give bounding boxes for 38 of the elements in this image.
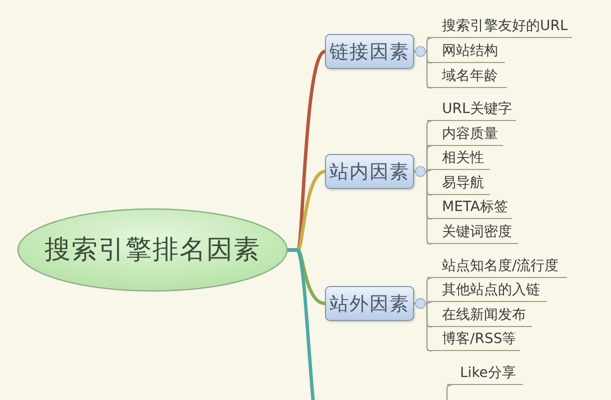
subtopic-text: 在线新闻发布	[442, 306, 526, 324]
subtopic-text: URL关键字	[442, 100, 512, 118]
topic-text: 站外因素	[330, 292, 410, 316]
underlined-subtopic	[427, 280, 547, 302]
subtopic-text: 其他站点的入链	[442, 281, 540, 299]
subtopic-text: 相关性	[442, 149, 484, 167]
central-topic-text: 搜索引擎排名因素	[44, 234, 260, 266]
underlined-subtopic	[447, 363, 523, 385]
subtopic-text: 内容质量	[442, 125, 498, 143]
subtopic-text: 博客/RSS等	[442, 330, 516, 348]
underlined-subtopic	[427, 256, 567, 278]
topic-box	[325, 286, 414, 321]
subtopic-text: 关键词密度	[442, 223, 512, 241]
underlined-subtopic	[427, 16, 572, 38]
underlined-subtopic	[427, 173, 490, 195]
subtopic-text: 网站结构	[442, 42, 498, 60]
subtopic-text: META标签	[442, 198, 508, 216]
topic-text: 站内因素	[330, 160, 410, 184]
subtopic-text: 搜索引擎友好的URL	[442, 17, 568, 35]
underlined-subtopic	[427, 222, 518, 244]
underlined-subtopic	[427, 329, 520, 351]
underlined-subtopic	[427, 99, 516, 121]
subtopic-text: 域名年龄	[442, 67, 498, 85]
central-topic-ellipse	[17, 208, 288, 292]
underlined-subtopic	[427, 305, 532, 327]
underlined-subtopic	[427, 124, 503, 146]
bracket-connector	[446, 384, 452, 400]
underlined-subtopic	[427, 41, 505, 63]
underlined-subtopic	[427, 66, 507, 88]
topic-text: 链接因素	[330, 40, 410, 64]
topic-box	[325, 154, 414, 189]
subtopic-text: 易导航	[442, 174, 484, 192]
underlined-subtopic	[427, 148, 490, 170]
topic-box	[325, 34, 414, 69]
branch-curve	[286, 248, 315, 400]
subtopic-text: 站点知名度/流行度	[442, 257, 559, 275]
subtopic-text: Like分享	[460, 364, 516, 382]
underlined-subtopic	[427, 197, 512, 219]
